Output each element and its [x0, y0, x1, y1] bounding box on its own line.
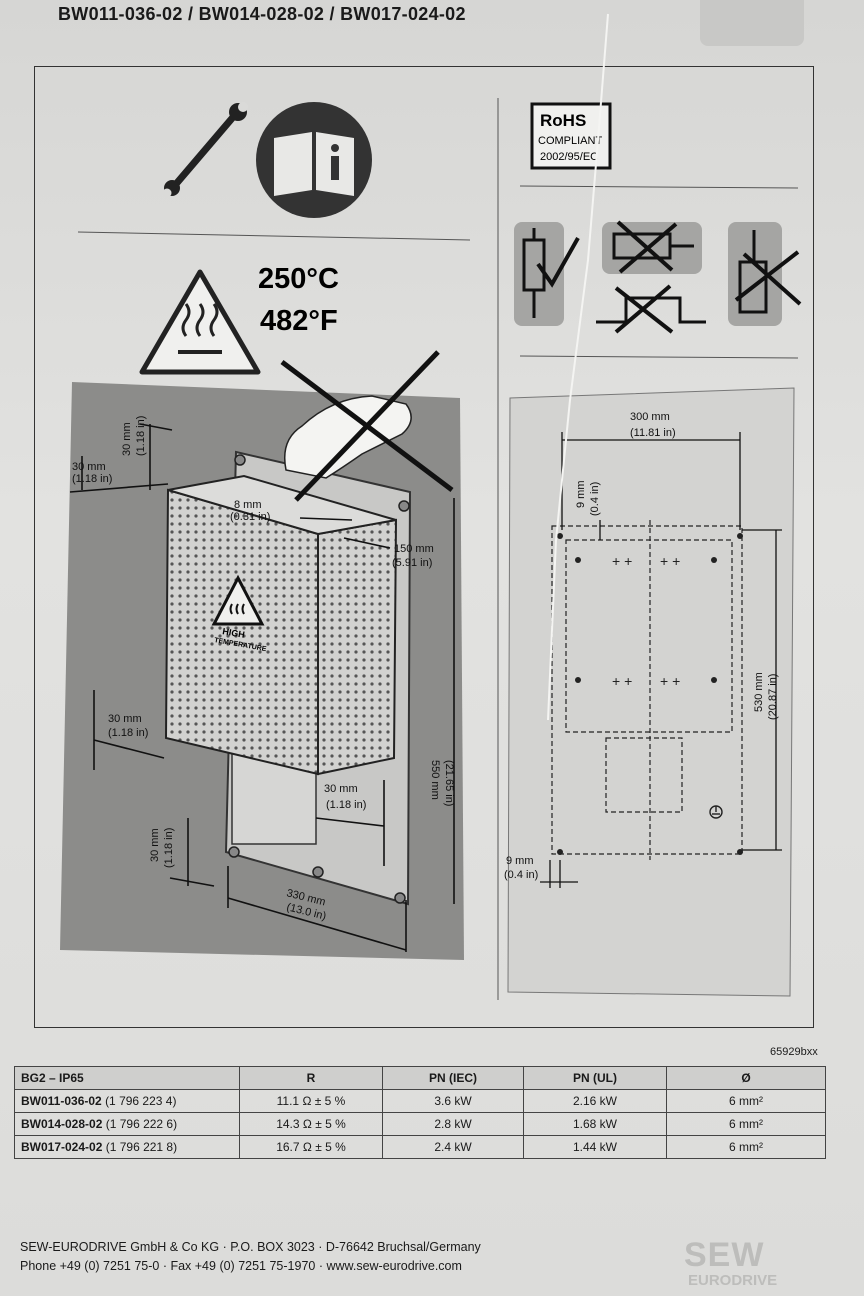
svg-text:(21.65 in): (21.65 in) — [443, 760, 455, 806]
model-name: BW014-028-02 — [21, 1117, 103, 1131]
table-row: BW014-028-02 (1 796 222 6) 14.3 Ω ± 5 % … — [14, 1112, 826, 1136]
svg-text:30 mm: 30 mm — [108, 713, 142, 725]
part-number: (1 796 223 4) — [105, 1094, 177, 1108]
model-name: BW011-036-02 — [21, 1094, 102, 1108]
part-number: (1 796 222 6) — [105, 1117, 178, 1131]
part-number: (1 796 221 8) — [105, 1140, 178, 1154]
svg-text:550 mm: 550 mm — [429, 760, 441, 800]
sew-logo: SEW — [684, 1236, 765, 1274]
cross-section: 6 mm² — [666, 1112, 826, 1136]
table-row: BW011-036-02 (1 796 223 4) 11.1 Ω ± 5 % … — [14, 1089, 826, 1113]
power-ul: 1.68 kW — [523, 1112, 667, 1136]
figure-reference: 65929bxx — [770, 1046, 818, 1058]
svg-text:9 mm: 9 mm — [506, 855, 534, 867]
svg-text:(0.31 in): (0.31 in) — [230, 511, 270, 523]
power-iec: 3.6 kW — [382, 1089, 524, 1113]
page-title: BW011-036-02 / BW014-028-02 / BW017-024-… — [58, 4, 466, 24]
col-header-pn-ul: PN (UL) — [523, 1066, 667, 1090]
wall-plan-view — [507, 387, 795, 997]
temp-fahrenheit: 482°F — [260, 305, 338, 337]
cross-section: 6 mm² — [666, 1135, 826, 1159]
power-ul: 2.16 kW — [523, 1089, 667, 1113]
footer-address: SEW-EURODRIVE GmbH & Co KG · P.O. BOX 30… — [20, 1240, 481, 1254]
svg-text:(0.4 in): (0.4 in) — [589, 482, 601, 516]
housing-side — [317, 518, 398, 776]
svg-text:30 mm: 30 mm — [324, 783, 358, 795]
svg-text:+ +: + + — [660, 553, 680, 569]
svg-text:(20.87 in): (20.87 in) — [767, 674, 779, 720]
svg-text:9 mm: 9 mm — [575, 481, 587, 509]
mounting-orientation-icons — [514, 220, 802, 334]
model-name: BW017-024-02 — [21, 1140, 103, 1154]
svg-text:+ +: + + — [612, 553, 632, 569]
drawing-frame — [34, 66, 814, 1028]
col-header-pn-iec: PN (IEC) — [382, 1066, 524, 1090]
svg-text:2002/95/EC: 2002/95/EC — [540, 151, 598, 163]
resistance: 11.1 Ω ± 5 % — [239, 1089, 383, 1113]
resistance: 16.7 Ω ± 5 % — [239, 1135, 383, 1159]
spec-table: BG2 – IP65 R PN (IEC) PN (UL) Ø BW011-03… — [14, 1066, 826, 1159]
svg-text:(1.18 in): (1.18 in) — [326, 799, 366, 811]
do-not-touch-hand-icon — [280, 350, 454, 502]
svg-text:150 mm: 150 mm — [394, 543, 434, 555]
installation-drawing: 250°C 482°F HIGH TEMPERATURE — [60, 13, 802, 1000]
temp-celsius: 250°C — [258, 263, 339, 295]
svg-text:HIGH: HIGH — [222, 626, 246, 640]
col-header-resistance: R — [239, 1066, 383, 1090]
svg-text:530 mm: 530 mm — [753, 672, 765, 712]
svg-text:300 mm: 300 mm — [630, 411, 670, 423]
svg-text:+ +: + + — [612, 673, 632, 689]
manual-info-icon — [256, 102, 372, 218]
svg-text:+ +: + + — [660, 673, 680, 689]
svg-text:(1.18 in): (1.18 in) — [72, 473, 112, 485]
col-header-type: BG2 – IP65 — [14, 1066, 240, 1090]
resistance: 14.3 Ω ± 5 % — [239, 1112, 383, 1136]
power-ul: 1.44 kW — [523, 1135, 667, 1159]
cross-section: 6 mm² — [666, 1089, 826, 1113]
power-iec: 2.4 kW — [382, 1135, 524, 1159]
table-row: BW017-024-02 (1 796 221 8) 16.7 Ω ± 5 % … — [14, 1135, 826, 1159]
svg-text:(0.4 in): (0.4 in) — [504, 869, 538, 881]
wrench-icon — [162, 102, 248, 198]
company-footer: SEW-EURODRIVE GmbH & Co KG · P.O. BOX 30… — [20, 1238, 481, 1276]
mounting-footprint — [551, 520, 743, 860]
hot-surface-warning-icon — [139, 269, 261, 375]
footer-contact: Phone +49 (0) 7251 75-0 · Fax +49 (0) 72… — [20, 1259, 462, 1273]
table-header-row: BG2 – IP65 R PN (IEC) PN (UL) Ø — [14, 1066, 826, 1090]
sew-logo-subtitle: EURODRIVE — [688, 1272, 778, 1289]
svg-text:(1.18 in): (1.18 in) — [135, 416, 147, 456]
svg-text:RoHS: RoHS — [540, 111, 586, 130]
svg-text:COMPLIANT: COMPLIANT — [538, 135, 602, 147]
svg-text:(5.91 in): (5.91 in) — [392, 557, 432, 569]
svg-text:(11.81 in): (11.81 in) — [630, 427, 676, 439]
svg-text:30 mm: 30 mm — [121, 422, 133, 456]
corner-tab — [700, 0, 804, 46]
col-header-cross-section: Ø — [666, 1066, 826, 1090]
power-iec: 2.8 kW — [382, 1112, 524, 1136]
svg-text:8 mm: 8 mm — [234, 499, 262, 511]
svg-text:(1.18 in): (1.18 in) — [163, 828, 175, 868]
svg-text:30 mm: 30 mm — [72, 461, 106, 473]
svg-text:30 mm: 30 mm — [149, 828, 161, 862]
svg-text:(1.18 in): (1.18 in) — [108, 727, 148, 739]
